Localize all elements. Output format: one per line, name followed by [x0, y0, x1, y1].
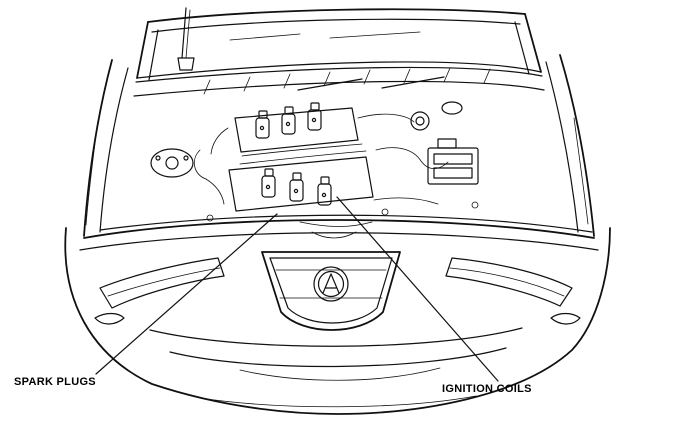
spark-plug-coil	[317, 176, 332, 206]
wiper-cowl	[133, 66, 545, 97]
headlight-left	[99, 257, 225, 309]
spark-plug-coil	[261, 168, 276, 198]
headlight-right	[445, 257, 573, 307]
antenna	[177, 7, 195, 71]
fenders	[83, 54, 595, 237]
spark-plug-coil	[289, 172, 304, 202]
ignition-coil	[281, 106, 296, 135]
brand-emblem	[313, 266, 349, 302]
spark-plugs-label: SPARK PLUGS	[14, 376, 96, 388]
ignition-coils-leader-line	[336, 196, 499, 382]
corner-vent-left	[94, 312, 125, 325]
wiper-arm	[297, 76, 445, 91]
ignition-coils-label: IGNITION COILS	[442, 383, 532, 395]
leader-lines	[95, 196, 499, 382]
reservoir-cap	[410, 101, 463, 131]
fuse-box	[427, 138, 479, 185]
windshield	[136, 7, 542, 81]
corner-vent-right	[550, 312, 581, 325]
ignition-coil	[307, 102, 322, 131]
engine	[99, 101, 593, 239]
strut-tower	[150, 148, 194, 178]
grille	[261, 251, 401, 331]
spark-plugs-leader-line	[95, 213, 278, 375]
front-bumper	[64, 219, 611, 415]
ignition-coil	[255, 110, 270, 139]
